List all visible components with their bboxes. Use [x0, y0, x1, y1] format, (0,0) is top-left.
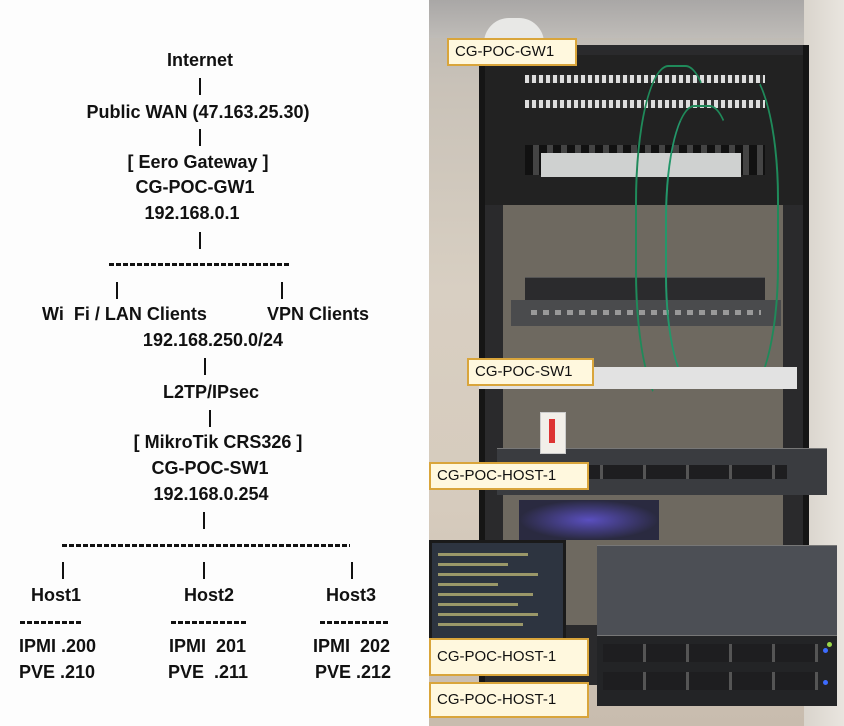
host-ipmi: IPMI 202: [313, 636, 391, 656]
connector-line: [281, 282, 283, 299]
host-pve: PVE .210: [19, 662, 96, 682]
wan-node: Public WAN (47.163.25.30): [86, 102, 310, 122]
host-divider: [171, 621, 248, 624]
host-pve: PVE .212: [315, 662, 392, 682]
connector-line: [199, 232, 201, 249]
host-ipmi: IPMI .200: [19, 636, 97, 656]
client-subnet: 192.168.250.0/24: [142, 330, 284, 350]
host-name: Host2: [184, 585, 235, 605]
callout-label-host-3: CG-POC-HOST-1: [429, 682, 589, 718]
host-server-lid: [597, 545, 837, 636]
switch-name: [ MikroTik CRS326 ]: [133, 432, 303, 452]
wall-outlet: [540, 412, 566, 454]
host-server-2: [597, 635, 837, 706]
callout-label-gw1: CG-POC-GW1: [447, 38, 577, 66]
switch-hostname: CG-POC-SW1: [151, 458, 269, 478]
connector-line: [199, 129, 201, 146]
host-pve: PVE .211: [168, 662, 249, 682]
vpn-protocol: L2TP/IPsec: [162, 382, 260, 402]
switch-ip: 192.168.0.254: [153, 484, 269, 504]
callout-label-host-1: CG-POC-HOST-1: [429, 462, 589, 490]
connector-line: [209, 410, 211, 427]
hosts-divider: [62, 544, 350, 547]
topology-diagram: Internet Public WAN (47.163.25.30) [ Eer…: [19, 50, 392, 682]
branch-divider: [109, 263, 291, 266]
host-name: Host3: [326, 585, 377, 605]
gateway-hostname: CG-POC-GW1: [135, 177, 255, 197]
host-divider: [320, 621, 390, 624]
gateway-name: [ Eero Gateway ]: [127, 152, 269, 172]
lan-clients-node: Wi Fi / LAN Clients: [42, 304, 207, 324]
host-name: Host1: [31, 585, 82, 605]
console-monitor: [429, 540, 566, 646]
internet-node: Internet: [166, 50, 234, 70]
gateway-ip: 192.168.0.1: [144, 203, 240, 223]
connector-line: [116, 282, 118, 299]
connector-line: [351, 562, 353, 579]
host-divider: [20, 621, 82, 624]
connector-line: [203, 562, 205, 579]
connector-line: [199, 78, 201, 95]
connector-line: [62, 562, 64, 579]
connector-line: [203, 512, 205, 529]
callout-label-host-2: CG-POC-HOST-1: [429, 638, 589, 676]
callout-label-sw1: CG-POC-SW1: [467, 358, 594, 386]
vpn-clients-node: VPN Clients: [267, 304, 370, 324]
connector-line: [204, 358, 206, 375]
host-ipmi: IPMI 201: [169, 636, 247, 656]
